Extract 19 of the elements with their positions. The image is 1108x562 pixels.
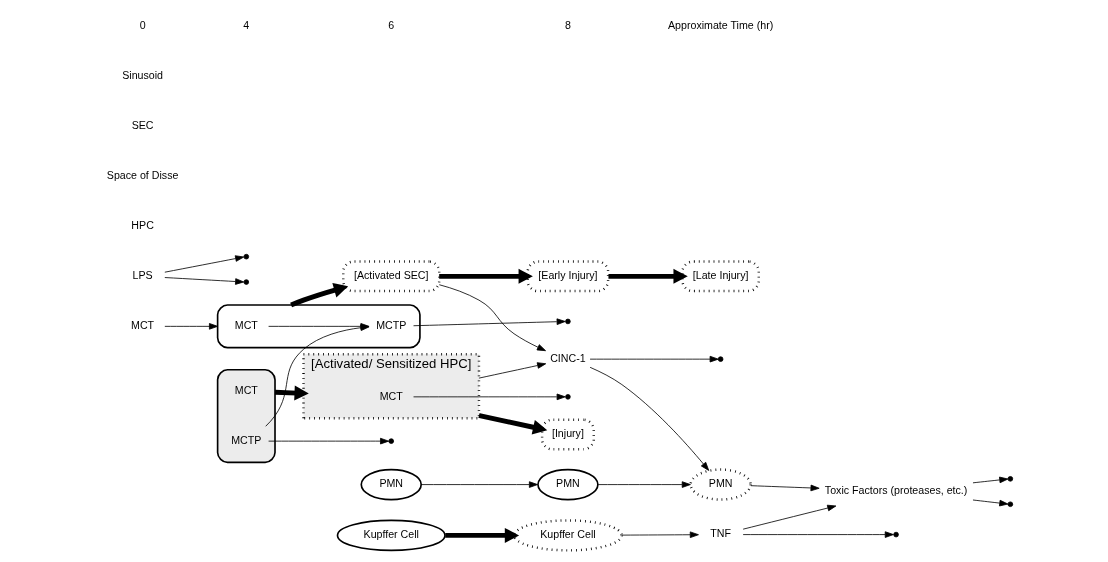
node-text: MCTP [230, 433, 261, 446]
node-text: MCTP [375, 319, 406, 332]
label: 4 [242, 19, 249, 32]
label: Sinusoid [121, 69, 163, 82]
label: Approximate Time (hr) [667, 19, 773, 32]
node-text: MCT [130, 319, 154, 332]
label: SEC [131, 119, 154, 132]
node-text: TNF [709, 527, 731, 540]
node-text: Toxic Factors (proteases, etc.) [824, 483, 967, 496]
node-text: MCT [379, 389, 403, 402]
label: HPC [130, 219, 154, 232]
label: 0 [139, 19, 146, 32]
node-text: CINC-1 [549, 351, 586, 364]
label: Space of Disse [106, 169, 178, 182]
label: 8 [564, 19, 571, 32]
node-text: LPS [132, 269, 153, 282]
node-text: MCT [234, 319, 258, 332]
label: 6 [387, 19, 394, 32]
node-text: MCT [234, 383, 258, 396]
